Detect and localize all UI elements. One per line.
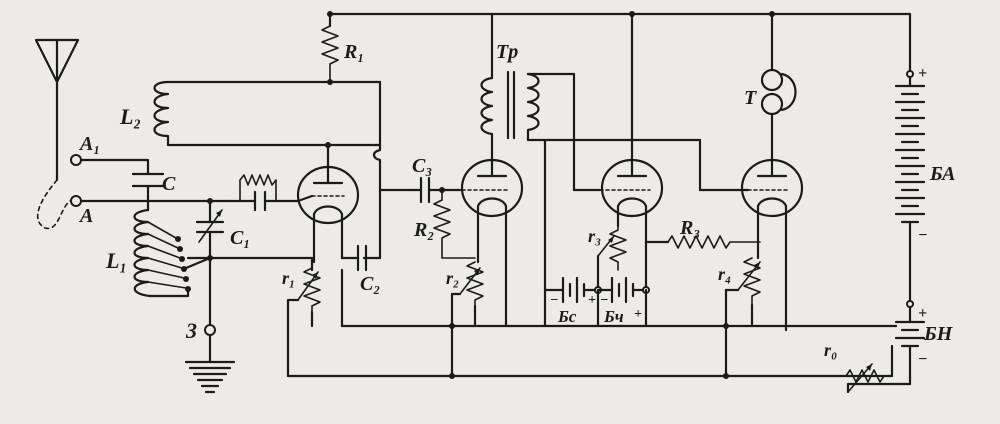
capacitor-c1 <box>195 198 225 332</box>
wire-filament-return <box>186 256 314 272</box>
coil-l1 <box>133 199 212 298</box>
label-minus-bs: − <box>550 293 558 308</box>
resistor-r1 <box>321 11 339 85</box>
resistor-r3 <box>644 235 761 249</box>
label-bs: Бс <box>557 307 577 326</box>
label-l2: L₂ <box>119 104 141 129</box>
tube-1 <box>296 164 360 228</box>
label-tr: Tp <box>496 41 518 63</box>
capacitor-c <box>131 172 165 188</box>
capacitor-c2 <box>340 188 382 272</box>
label-rh2: r₂ <box>446 268 459 288</box>
label-c1: C₁ <box>230 227 250 249</box>
rheostat-r1 <box>286 224 321 378</box>
label-plus-ba: + <box>918 65 927 82</box>
rheostat-r3 <box>596 224 648 292</box>
label-r2: R₂ <box>413 219 434 241</box>
label-l1: L₁ <box>105 248 127 273</box>
label-c3: C₃ <box>412 155 432 177</box>
resistor-r2 <box>433 189 476 259</box>
label-rh4: r₄ <box>718 264 731 284</box>
label-c: C <box>162 173 176 195</box>
wire-to-c3 <box>372 143 412 192</box>
label-rh1: r₁ <box>282 268 295 288</box>
tube-3 <box>599 11 664 228</box>
labels: A₁ A C L₁ L₂ C₁ C₂ C₃ R₁ R₂ R₃ Tp T БА Б… <box>78 41 956 368</box>
grid-leak <box>230 174 300 212</box>
battery-bn <box>894 305 926 386</box>
rheostat-r0 <box>845 344 912 394</box>
antenna-terminals <box>70 154 150 207</box>
label-t: T <box>744 87 757 109</box>
label-bn: БН <box>923 323 954 345</box>
label-c2: C₂ <box>360 273 380 295</box>
label-minus-bch: − <box>600 293 608 308</box>
capacitor-c3 <box>408 176 462 204</box>
label-r1: R₁ <box>343 41 364 63</box>
label-a: A <box>78 205 93 227</box>
wire-grid-tube1 <box>296 194 314 203</box>
filament-bus <box>286 224 898 379</box>
ground-symbol <box>184 324 236 394</box>
tube-4 <box>740 156 804 332</box>
label-ground: 3 <box>185 318 197 343</box>
ht-bus <box>328 12 912 72</box>
tube-2 <box>460 156 524 228</box>
label-plus-bch: + <box>634 307 642 322</box>
label-minus-bn: − <box>918 351 928 368</box>
label-rh0: r₀ <box>824 340 837 360</box>
wire-to-tube4-grid <box>543 138 750 192</box>
battery-bc <box>543 276 602 304</box>
antenna-symbol <box>34 38 80 229</box>
rheostat-r2 <box>450 224 484 378</box>
label-bch: Бч <box>603 307 624 326</box>
headphones-t <box>760 11 797 160</box>
rheostat-r4 <box>737 228 761 306</box>
label-rh3: r₃ <box>588 226 601 246</box>
label-a1: A₁ <box>78 133 100 155</box>
coil-l2 <box>153 80 382 147</box>
label-plus-bn: + <box>918 305 927 322</box>
label-ba: БА <box>929 163 956 185</box>
label-r3: R₃ <box>679 217 700 239</box>
label-plus-bs: + <box>588 293 596 308</box>
battery-ba <box>894 70 926 308</box>
label-minus-ba: − <box>918 227 928 244</box>
